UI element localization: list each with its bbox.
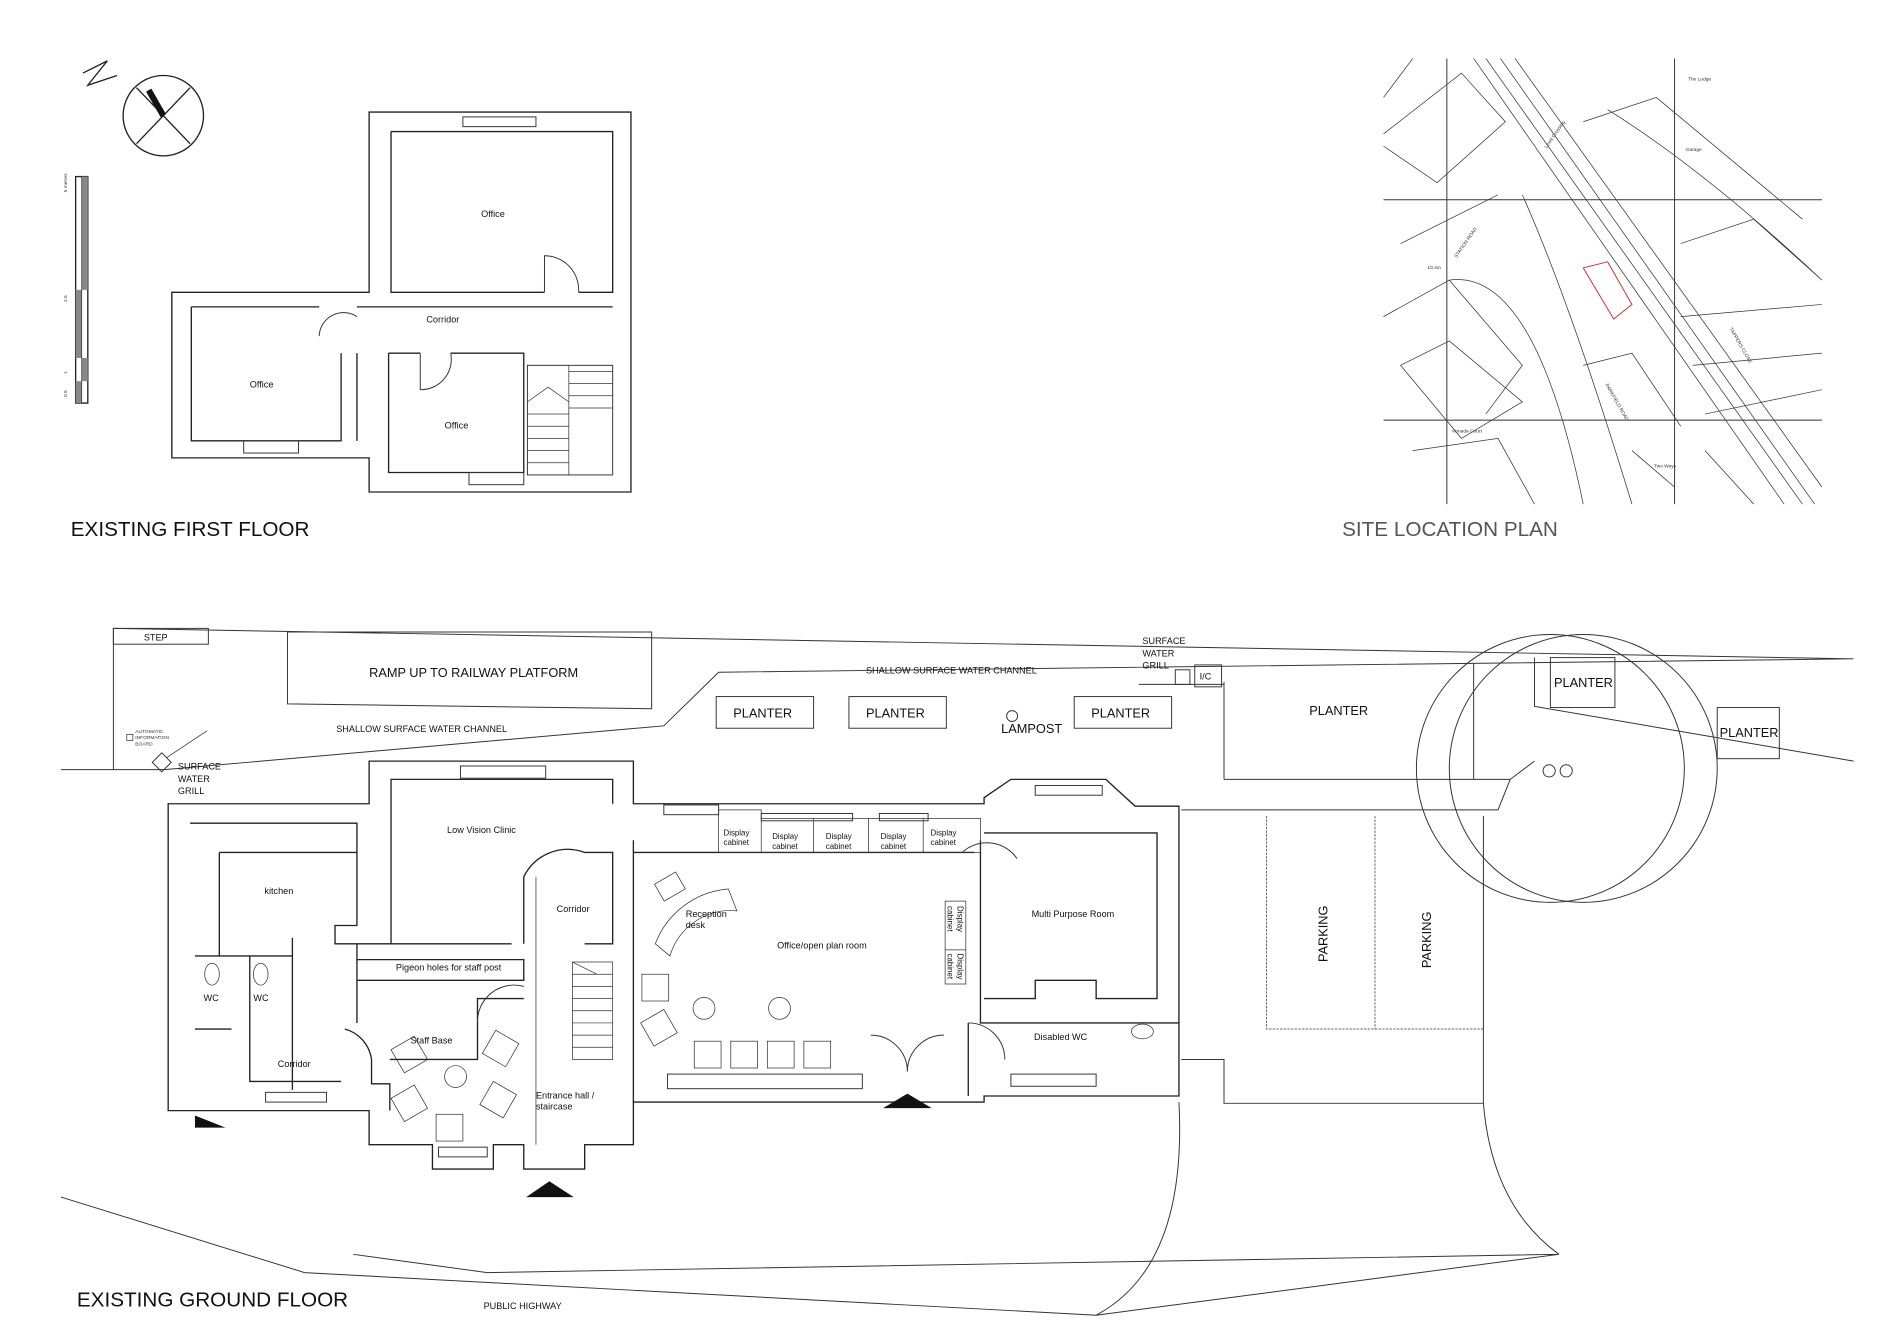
planter-label: PLANTER xyxy=(1554,675,1613,690)
map-label: The Lodge xyxy=(1688,76,1712,82)
map-label: Garage xyxy=(1686,147,1703,153)
room-label-entrance: Entrance hall / xyxy=(536,1090,595,1100)
grill-label: GRILL xyxy=(178,786,204,796)
info-board-label: INFORMATION xyxy=(135,735,169,741)
map-label: Two Ways xyxy=(1654,464,1677,470)
room-label-wc: WC xyxy=(203,993,219,1003)
first-floor-plan: Office Corridor Office Office xyxy=(171,111,632,493)
water-channel-label: SHALLOW SURFACE WATER CHANNEL xyxy=(866,665,1037,675)
scale-label: 2.5 xyxy=(63,295,69,302)
display-cabinet-label: cabinet xyxy=(881,842,907,851)
grill-label: GRILL xyxy=(1142,661,1168,671)
planter-label: PLANTER xyxy=(1309,703,1368,718)
display-cabinet-label: Display xyxy=(881,832,907,841)
public-highway-label: PUBLIC HIGHWAY xyxy=(484,1301,562,1311)
ramp-label: RAMP UP TO RAILWAY PLATFORM xyxy=(369,665,578,680)
reception-desk-label: Reception xyxy=(686,909,727,919)
scale-label: 0.5 xyxy=(63,390,69,397)
pigeon-holes-label: Pigeon holes for staff post xyxy=(396,963,502,973)
room-label-wc: WC xyxy=(253,993,269,1003)
ground-floor-external: STEP RAMP UP TO RAILWAY PLATFORM SHALLOW… xyxy=(60,627,1854,1316)
room-label-multi-purpose: Multi Purpose Room xyxy=(1032,909,1115,919)
display-cabinet-label: cabinet xyxy=(772,842,798,851)
water-channel-label: SHALLOW SURFACE WATER CHANNEL xyxy=(336,724,507,734)
grill-label: WATER xyxy=(1142,648,1174,658)
display-cabinet-label: cabinet xyxy=(946,954,955,980)
room-label-corridor: Corridor xyxy=(557,904,590,914)
scale-label: 1 xyxy=(63,371,69,374)
ic-label: I/C xyxy=(1200,672,1212,682)
scale-bar: 5 metres 2.5 1 0.5 xyxy=(63,173,89,404)
info-board-label: AUTOMATIC xyxy=(135,729,164,735)
room-label-corridor: Corridor xyxy=(278,1059,311,1069)
display-cabinet-label: cabinet xyxy=(931,838,957,847)
room-label-low-vision-clinic: Low Vision Clinic xyxy=(447,825,516,835)
display-cabinet-label: cabinet xyxy=(946,906,955,932)
room-label-office: Office/open plan room xyxy=(777,941,867,951)
ground-floor-title: EXISTING GROUND FLOOR xyxy=(77,1289,348,1312)
parking-label: PARKING xyxy=(1316,906,1331,963)
grill-label: SURFACE xyxy=(1142,636,1185,646)
display-cabinet-label: cabinet xyxy=(826,842,852,851)
reception-desk-label: desk xyxy=(686,920,706,930)
planter-label: PLANTER xyxy=(1091,705,1150,720)
staircase xyxy=(526,364,614,476)
planter-label: PLANTER xyxy=(1720,725,1779,740)
info-board-label: BOARD xyxy=(135,741,153,747)
display-cabinet-label: Display xyxy=(931,828,957,837)
room-label-corridor: Corridor xyxy=(426,315,459,325)
north-arrow-icon xyxy=(82,60,205,157)
planter-label: PLANTER xyxy=(866,705,925,720)
display-cabinet-label: Display xyxy=(955,954,964,980)
display-cabinet-label: cabinet xyxy=(723,838,749,847)
room-label-office: Office xyxy=(445,421,469,431)
planter-label: PLANTER xyxy=(733,705,792,720)
room-label-office: Office xyxy=(481,209,505,219)
site-plan-title: SITE LOCATION PLAN xyxy=(1342,518,1558,541)
display-cabinet-label: Display xyxy=(826,832,852,841)
map-label: Armada Court xyxy=(1452,428,1483,434)
map-label: 10.4m xyxy=(1427,265,1441,271)
room-label-disabled-wc: Disabled WC xyxy=(1034,1032,1088,1042)
grill-label: SURFACE xyxy=(178,762,221,772)
first-floor-title: EXISTING FIRST FLOOR xyxy=(71,518,310,541)
step-label: STEP xyxy=(144,633,168,643)
display-cabinet-label: Display xyxy=(955,906,964,932)
room-label-entrance: staircase xyxy=(536,1101,573,1111)
parking-label: PARKING xyxy=(1419,912,1434,969)
scale-label: 5 metres xyxy=(63,173,69,192)
display-cabinet-label: Display xyxy=(723,828,749,837)
room-label-kitchen: kitchen xyxy=(264,886,293,896)
room-label-office: Office xyxy=(250,379,274,389)
ground-floor-plan: Low Vision Clinic kitchen Corridor WC WC… xyxy=(167,760,1180,1198)
site-location-map: STATION ROAD PARKFIELD ROAD TAPPERS CLOS… xyxy=(1383,58,1823,505)
grill-label: WATER xyxy=(178,774,210,784)
lampost-label: LAMPOST xyxy=(1001,721,1062,736)
display-cabinet-label: Display xyxy=(772,832,798,841)
room-label-staff-base: Staff Base xyxy=(411,1036,453,1046)
